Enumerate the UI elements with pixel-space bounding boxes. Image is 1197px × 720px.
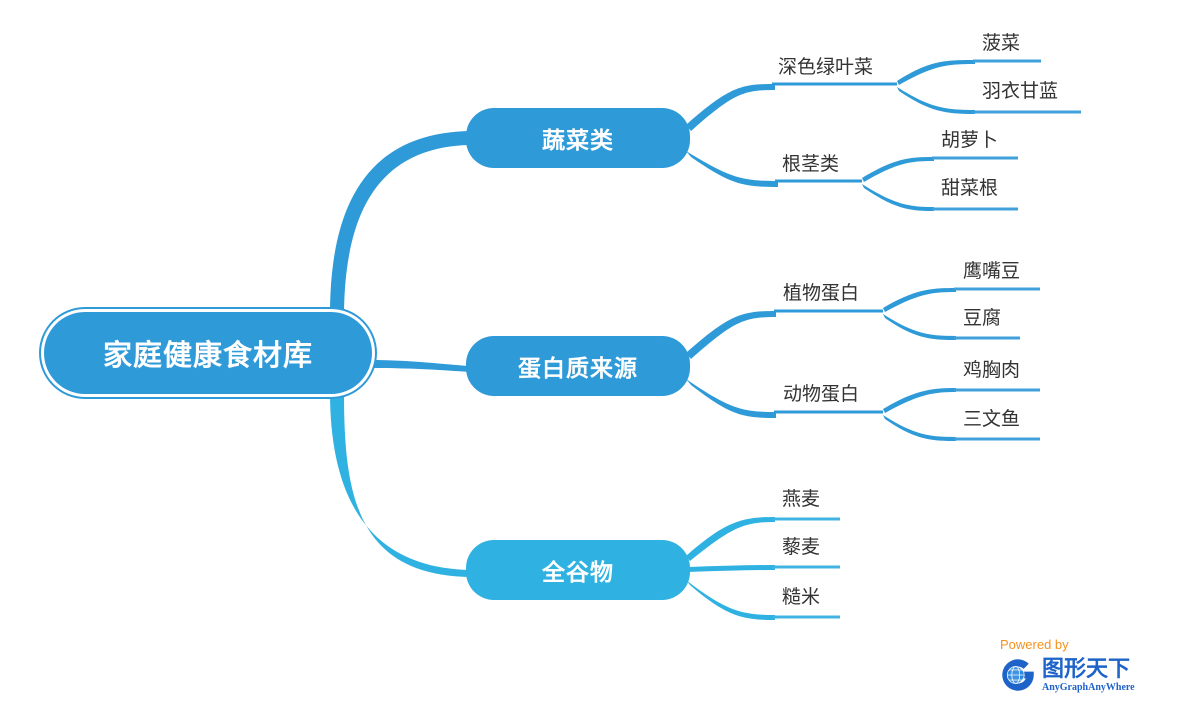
leaf-label-quinoa: 藜麦 [782, 537, 821, 558]
edge-plant-to-chickpeas [883, 288, 956, 312]
edge-dark-leafy-to-spinach [897, 60, 975, 85]
watermark-powered-by-text: Powered by [1000, 637, 1069, 652]
branch-node-vegetables[interactable]: 蔬菜类 [466, 108, 690, 168]
leaf-label-beetroot: 甜菜根 [941, 178, 999, 199]
leaf-label-spinach: 菠菜 [982, 33, 1021, 54]
leaf-label-oats: 燕麦 [782, 489, 821, 510]
edge-root-to-vegetables [330, 131, 470, 318]
edge-protein-to-animal [686, 379, 776, 418]
edge-vegetables-to-root-veg [686, 151, 778, 187]
leaf-carrot[interactable]: 胡萝卜 [941, 131, 998, 150]
edge-grains-to-oats [686, 517, 775, 561]
watermark-brand-row: 图形天下 AnyGraphAnyWhere [1000, 657, 1135, 693]
leaf-tofu[interactable]: 豆腐 [963, 309, 1001, 328]
topic-root-vegetables[interactable]: 根茎类 [782, 155, 839, 174]
leaf-kale[interactable]: 羽衣甘蓝 [982, 82, 1058, 101]
root-node-label: 家庭健康食材库 [102, 340, 313, 372]
leaf-label-chickpeas: 鹰嘴豆 [963, 261, 1021, 282]
edge-dark-leafy-to-kale [897, 87, 975, 114]
leaf-label-chicken-breast: 鸡胸肉 [963, 360, 1021, 381]
topic-label-root-vegetables: 根茎类 [782, 154, 840, 175]
topic-label-dark-leafy-greens: 深色绿叶菜 [778, 57, 874, 78]
edge-root-to-protein [372, 360, 470, 372]
topic-label-plant-protein: 植物蛋白 [783, 283, 860, 304]
watermark-brand-cn: 图形天下 [1042, 655, 1131, 681]
edge-root-to-grains [330, 392, 470, 577]
leaf-label-tofu: 豆腐 [963, 308, 1002, 329]
root-node[interactable]: 家庭健康食材库 [44, 312, 372, 394]
topic-animal-protein[interactable]: 动物蛋白 [783, 385, 859, 404]
leaf-chickpeas[interactable]: 鹰嘴豆 [963, 262, 1020, 281]
edge-animal-to-salmon [883, 415, 956, 441]
branch-node-label-protein: 蛋白质来源 [518, 355, 638, 381]
leaf-beetroot[interactable]: 甜菜根 [941, 179, 998, 198]
leaf-quinoa[interactable]: 藜麦 [782, 538, 820, 557]
topic-label-animal-protein: 动物蛋白 [783, 384, 860, 405]
topic-plant-protein[interactable]: 植物蛋白 [783, 284, 859, 303]
leaf-label-salmon: 三文鱼 [963, 409, 1021, 430]
watermark-text-column: 图形天下 AnyGraphAnyWhere [1042, 655, 1135, 693]
branch-node-label-whole-grains: 全谷物 [542, 559, 614, 585]
leaf-label-brown-rice: 糙米 [782, 587, 821, 608]
edge-root-veg-to-carrot [862, 157, 934, 182]
branch-node-whole-grains[interactable]: 全谷物 [466, 540, 690, 600]
watermark: Powered by 图形天下 AnyGraphAnyWhere [1000, 638, 1135, 693]
edge-grains-to-quinoa [688, 565, 775, 572]
edge-root-veg-to-beetroot [862, 184, 934, 211]
leaf-spinach[interactable]: 菠菜 [982, 34, 1020, 53]
leaf-brown-rice[interactable]: 糙米 [782, 588, 820, 607]
edge-protein-to-plant [686, 311, 776, 359]
branch-node-label-vegetables: 蔬菜类 [542, 127, 614, 153]
leaf-chicken-breast[interactable]: 鸡胸肉 [963, 361, 1020, 380]
topic-dark-leafy-greens[interactable]: 深色绿叶菜 [778, 58, 873, 77]
watermark-brand-en: AnyGraphAnyWhere [1042, 681, 1135, 693]
graph-logo-icon [1002, 659, 1034, 691]
edge-animal-to-chicken [883, 388, 956, 413]
edge-vegetables-to-dark-leafy [686, 84, 775, 131]
edge-grains-to-brown-rice [686, 580, 775, 620]
edge-plant-to-tofu [883, 314, 956, 340]
leaf-oats[interactable]: 燕麦 [782, 490, 820, 509]
branch-node-protein[interactable]: 蛋白质来源 [466, 336, 690, 396]
leaf-label-kale: 羽衣甘蓝 [982, 81, 1059, 102]
leaf-label-carrot: 胡萝卜 [941, 130, 999, 151]
leaf-salmon[interactable]: 三文鱼 [963, 410, 1020, 429]
